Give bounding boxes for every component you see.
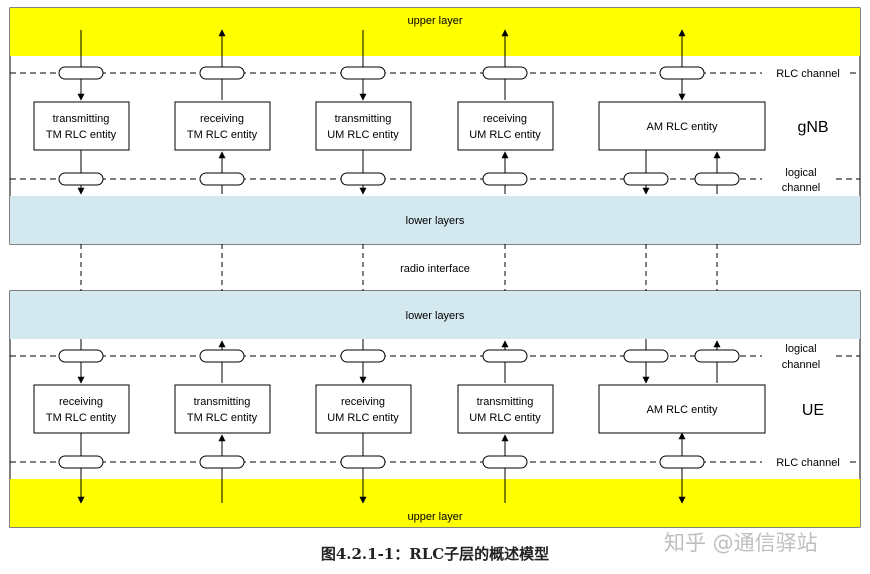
gnb-lower-layers-label: lower layers (406, 215, 465, 227)
gnb-entity-4-line2: UM RLC entity (469, 129, 541, 141)
ue-upper-layer-label: upper layer (407, 511, 462, 523)
gnb-lower-layers-band (10, 196, 860, 244)
gnb-rlc-channel-sap (199, 66, 245, 80)
radio-interface-label: radio interface (400, 263, 470, 275)
rlc-model-diagram: upper layer lower layers radio interface… (9, 7, 861, 528)
gnb-upper-layer-band (10, 8, 860, 56)
gnb-entity-box (174, 101, 271, 151)
gnb-rlc-channel-label: RLC channel (776, 68, 840, 80)
gnb-logical-channel-sap (340, 172, 386, 186)
ue-entity-box (457, 384, 554, 434)
ue-entity-1-line1: receiving (59, 396, 103, 408)
ue-entity-3-line1: receiving (341, 396, 385, 408)
ue-logical-channel-sap (694, 349, 740, 363)
ue-logical-channel-sap (623, 349, 669, 363)
ue-entity-4-line2: UM RLC entity (469, 412, 541, 424)
ue-rlc-channel-sap (659, 455, 705, 469)
ue-entity-box (315, 384, 412, 434)
gnb-rlc-channel-sap (482, 66, 528, 80)
ue-logical-channel-sap (340, 349, 386, 363)
ue-entity-5-line1: AM RLC entity (647, 404, 718, 416)
gnb-entity-3-line1: transmitting (335, 113, 392, 125)
ue-rlc-channel-sap (58, 455, 104, 469)
ue-logical-channel-sap (482, 349, 528, 363)
ue-entity-box (33, 384, 130, 434)
ue-rlc-channel-sap (340, 455, 386, 469)
ue-lower-layers-label: lower layers (406, 310, 465, 322)
ue-entity-2-line2: TM RLC entity (187, 412, 258, 424)
gnb-logical-channel-label-line2: channel (782, 182, 821, 194)
gnb-entity-box (315, 101, 412, 151)
gnb-logical-channel-sap (58, 172, 104, 186)
ue-logical-channel-label-line1: logical (785, 343, 816, 355)
ue-entity-4-line1: transmitting (477, 396, 534, 408)
gnb-entity-5-line1: AM RLC entity (647, 121, 718, 133)
gnb-am-entity-box (598, 101, 766, 151)
ue-rlc-channel-sap (199, 455, 245, 469)
gnb-logical-channel-sap (694, 172, 740, 186)
watermark: 知乎 @通信驿站 (664, 531, 818, 555)
ue-rlc-channel-label: RLC channel (776, 457, 840, 469)
gnb-rlc-channel-sap (340, 66, 386, 80)
figure-caption: 图4.2.1-1：RLC子层的概述模型 (320, 545, 550, 563)
ue-entity-1-line2: TM RLC entity (46, 412, 117, 424)
ue-entity-2-line1: transmitting (194, 396, 251, 408)
ue-am-entity-box (598, 384, 766, 434)
ue-label: UE (802, 402, 824, 419)
gnb-entity-2-line2: TM RLC entity (187, 129, 258, 141)
gnb-entity-box (33, 101, 130, 151)
gnb-label: gNB (797, 119, 828, 136)
gnb-upper-layer-label: upper layer (407, 15, 462, 27)
ue-upper-layer-band (10, 479, 860, 527)
ue-entity-box (174, 384, 271, 434)
ue-logical-channel-sap (199, 349, 245, 363)
gnb-entity-1-line1: transmitting (53, 113, 110, 125)
gnb-entity-2-line1: receiving (200, 113, 244, 125)
gnb-logical-channel-label-line1: logical (785, 167, 816, 179)
ue-entity-3-line2: UM RLC entity (327, 412, 399, 424)
gnb-entity-4-line1: receiving (483, 113, 527, 125)
gnb-logical-channel-sap (199, 172, 245, 186)
gnb-logical-channel-sap (623, 172, 669, 186)
gnb-logical-channel-sap (482, 172, 528, 186)
gnb-entity-1-line2: TM RLC entity (46, 129, 117, 141)
gnb-rlc-channel-sap (659, 66, 705, 80)
ue-lower-layers-band (10, 291, 860, 339)
gnb-entity-box (457, 101, 554, 151)
ue-logical-channel-label-line2: channel (782, 359, 821, 371)
ue-logical-channel-sap (58, 349, 104, 363)
gnb-entity-3-line2: UM RLC entity (327, 129, 399, 141)
gnb-rlc-channel-sap (58, 66, 104, 80)
ue-rlc-channel-sap (482, 455, 528, 469)
